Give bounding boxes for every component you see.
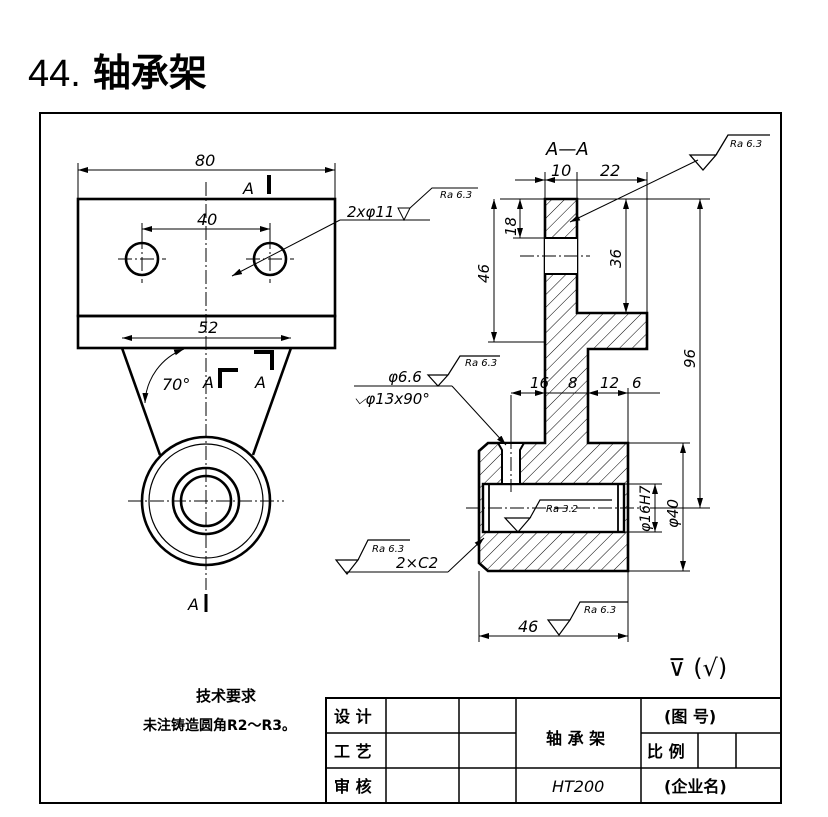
tb-material: HT200 — [552, 777, 604, 796]
dim-10-text: 10 — [551, 161, 571, 180]
holes-roughness-symbol — [397, 187, 478, 222]
section-cut-left-elbow — [218, 368, 238, 388]
bore-roughness-symbol — [503, 499, 612, 533]
bore-roughness-text: Ra 3.2 — [546, 504, 578, 515]
dim-12-text: 12 — [600, 374, 619, 392]
tb-part-name: 轴 承 架 — [546, 729, 605, 748]
bore-dia-text: φ16H7 — [638, 485, 654, 532]
tb-process: 工 艺 — [334, 742, 372, 761]
tb-drawing-no: (图 号) — [664, 707, 716, 726]
tb-company: (企业名) — [664, 777, 727, 796]
title-block-frame — [325, 697, 782, 804]
countersink-leader — [451, 385, 507, 446]
countersink-text-2: ⌵φ13x90° — [354, 390, 430, 408]
general-roughness-text: ⊽ (√) — [668, 654, 727, 682]
tb-review: 审 核 — [334, 777, 372, 796]
section-cut-right-elbow — [254, 350, 274, 370]
section-label: A—A — [545, 139, 589, 160]
top-roughness-text: Ra 6.3 — [730, 139, 762, 150]
chamfer-leader — [447, 537, 485, 573]
right-rib-edge — [251, 347, 293, 456]
dim-16-text: 16 — [530, 374, 549, 392]
dim-18-text: 18 — [502, 217, 520, 236]
tech-requirements-line1: 未注铸造圆角R2～R3。 — [143, 717, 296, 734]
front-view: 80 40 52 2xφ11 Ra 6.3 A A A A 70° — [76, 151, 478, 614]
section-mark-top: A — [242, 179, 254, 198]
dim-8-text: 8 — [568, 374, 578, 392]
left-rib-edge — [120, 347, 162, 456]
outer-dia-text: φ40 — [664, 499, 682, 528]
countersink-text-1: φ6.6 — [388, 368, 422, 386]
angle-text: 70° — [162, 375, 190, 394]
top-roughness-symbol — [688, 134, 770, 171]
countersink-roughness-text: Ra 6.3 — [465, 358, 497, 369]
holes-leader — [231, 219, 341, 277]
holes-roughness-text: Ra 6.3 — [440, 190, 472, 201]
chamfer-text: 2×C2 — [396, 554, 438, 572]
tech-requirements-heading: 技术要求 — [196, 687, 257, 705]
dim-46v-text: 46 — [475, 264, 493, 283]
dim-96-text: 96 — [681, 349, 699, 368]
width-roughness-symbol — [546, 601, 628, 637]
holes-callout-text: 2xφ11 — [347, 203, 394, 221]
section-view: A—A 10 22 Ra 6.3 18 — [334, 134, 770, 682]
tb-design: 设 计 — [334, 707, 372, 726]
section-mark-right: A — [254, 373, 266, 392]
dim-80-text: 80 — [195, 151, 215, 170]
dim-6-text: 6 — [632, 374, 642, 392]
dim-40-text: 40 — [197, 210, 217, 229]
tb-scale: 比 例 — [647, 742, 685, 761]
page-title: 44. 轴承架 — [28, 50, 207, 97]
title-number: 44. — [28, 53, 81, 95]
chamfer-roughness-text: Ra 6.3 — [372, 544, 404, 555]
section-mark-left: A — [202, 373, 214, 392]
chamfer-roughness-symbol — [334, 539, 410, 575]
title-block: 设 计 工 艺 审 核 轴 承 架 (图 号) 比 例 HT200 (企业名) — [325, 697, 782, 804]
drawing-border — [39, 112, 782, 804]
dim-22-text: 22 — [600, 161, 620, 180]
width-roughness-text: Ra 6.3 — [584, 605, 616, 616]
title-name: 轴承架 — [92, 51, 207, 95]
section-mark-bottom: A — [187, 595, 199, 614]
dim-36-text: 36 — [607, 249, 625, 268]
top-roughness-leader — [569, 159, 699, 223]
dim-46h-text: 46 — [518, 617, 538, 636]
dim-52-text: 52 — [198, 318, 218, 337]
countersink-roughness-symbol — [426, 355, 500, 387]
angle-arc — [142, 348, 185, 404]
